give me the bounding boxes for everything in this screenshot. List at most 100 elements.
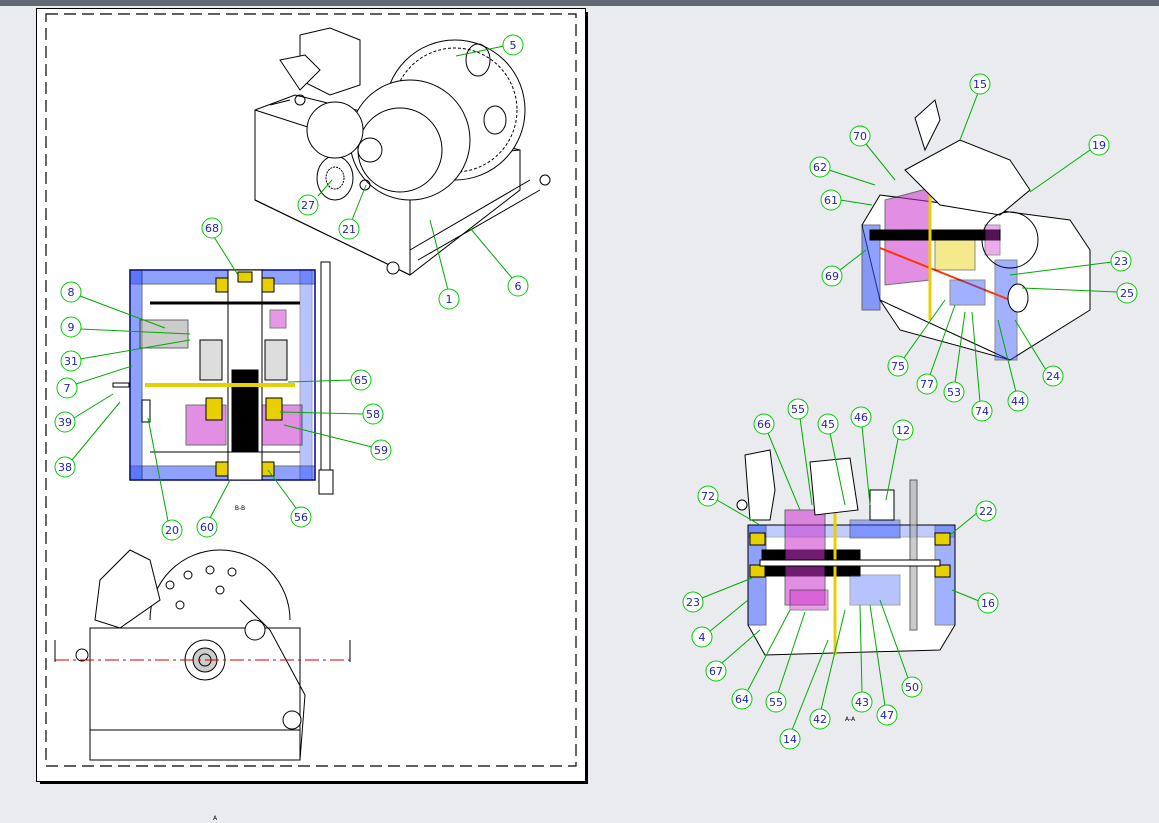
callout-circle[interactable] — [60, 316, 82, 338]
callout-label: 31 — [64, 355, 78, 368]
callout-circle[interactable] — [820, 189, 842, 211]
callout-label: 14 — [783, 733, 797, 746]
callout-circle[interactable] — [1007, 390, 1029, 412]
callout-circle[interactable] — [697, 485, 719, 507]
sheet-dashed-border — [45, 13, 577, 767]
callout-circle[interactable] — [338, 218, 360, 240]
callout-circle[interactable] — [502, 34, 524, 56]
callout-circle[interactable] — [56, 377, 78, 399]
callout-circle[interactable] — [753, 413, 775, 435]
sheet-corner-label: A — [213, 815, 218, 822]
callout-circle[interactable] — [850, 406, 872, 428]
callout-circle[interactable] — [370, 439, 392, 461]
callout-circle[interactable] — [787, 398, 809, 420]
callout-label: 55 — [769, 696, 783, 709]
callout-label: 64 — [735, 693, 749, 706]
callout-circle[interactable] — [1042, 365, 1064, 387]
part-callouts: 5 27 21 1 6 68 8 9 — [54, 34, 1138, 750]
callout-circle[interactable] — [297, 194, 319, 216]
callout-label: 16 — [981, 597, 995, 610]
callout-label: 68 — [205, 222, 219, 235]
callout-label: 66 — [757, 418, 771, 431]
callout-group-iso-right: 15 70 19 62 61 69 23 25 75 — [809, 73, 1138, 422]
callout-group-section-bb: 68 8 9 31 7 39 38 20 60 — [54, 217, 392, 541]
callout-circle[interactable] — [362, 403, 384, 425]
callout-label: 38 — [58, 461, 72, 474]
callout-circle[interactable] — [1088, 134, 1110, 156]
callout-circle[interactable] — [60, 281, 82, 303]
callout-circle[interactable] — [705, 660, 727, 682]
callout-circle[interactable] — [1116, 282, 1138, 304]
callout-circle[interactable] — [977, 592, 999, 614]
callout-label: 8 — [68, 286, 75, 299]
callout-circle[interactable] — [821, 265, 843, 287]
callout-circle[interactable] — [1110, 250, 1132, 272]
callout-label: 5 — [510, 39, 517, 52]
view-label-aa: A-A — [845, 716, 856, 723]
callout-group-section-aa: 66 55 45 46 12 72 22 23 16 — [682, 398, 999, 750]
callout-label: 58 — [366, 408, 380, 421]
callout-circle[interactable] — [809, 708, 831, 730]
callout-label: 70 — [853, 130, 867, 143]
callout-label: 46 — [854, 411, 868, 424]
callout-circle[interactable] — [60, 350, 82, 372]
section-view-aa — [736, 449, 956, 656]
callout-label: 67 — [709, 665, 723, 678]
callout-circle[interactable] — [731, 688, 753, 710]
callout-circle[interactable] — [196, 516, 218, 538]
callout-circle[interactable] — [350, 369, 372, 391]
callout-circle[interactable] — [943, 381, 965, 403]
callout-circle[interactable] — [691, 626, 713, 648]
callout-label: 21 — [342, 223, 356, 236]
callout-circle[interactable] — [892, 419, 914, 441]
callout-label: 59 — [374, 444, 388, 457]
callout-circle[interactable] — [971, 400, 993, 422]
callout-circle[interactable] — [817, 413, 839, 435]
callout-label: 12 — [896, 424, 910, 437]
callout-circle[interactable] — [438, 288, 460, 310]
callout-label: 56 — [294, 511, 308, 524]
isometric-section-view — [861, 99, 1091, 361]
callout-circle[interactable] — [765, 691, 787, 713]
callout-label: 75 — [891, 360, 905, 373]
callout-label: 23 — [686, 596, 700, 609]
callout-circle[interactable] — [849, 125, 871, 147]
callout-label: 39 — [58, 416, 72, 429]
callout-circle[interactable] — [876, 704, 898, 726]
callout-label: 9 — [68, 321, 75, 334]
callout-circle[interactable] — [161, 519, 183, 541]
callout-circle[interactable] — [975, 500, 997, 522]
callout-label: 1 — [446, 293, 453, 306]
callout-circle[interactable] — [901, 676, 923, 698]
callout-circle[interactable] — [54, 456, 76, 478]
callout-circle[interactable] — [887, 355, 909, 377]
callout-label: 15 — [973, 78, 987, 91]
callout-label: 45 — [821, 418, 835, 431]
callout-label: 61 — [824, 194, 838, 207]
callout-label: 53 — [947, 386, 961, 399]
callout-label: 22 — [979, 505, 993, 518]
callout-label: 19 — [1092, 139, 1106, 152]
callout-circle[interactable] — [851, 691, 873, 713]
isometric-winch-view — [254, 27, 551, 276]
callout-circle[interactable] — [779, 728, 801, 750]
callout-circle[interactable] — [969, 73, 991, 95]
callout-label: 72 — [701, 490, 715, 503]
callout-label: 23 — [1114, 255, 1128, 268]
callout-circle[interactable] — [201, 217, 223, 239]
callout-label: 44 — [1011, 395, 1025, 408]
callout-label: 25 — [1120, 287, 1134, 300]
callout-label: 55 — [791, 403, 805, 416]
callout-circle[interactable] — [809, 156, 831, 178]
callout-circle[interactable] — [682, 591, 704, 613]
callout-label: 60 — [200, 521, 214, 534]
callout-circle[interactable] — [54, 411, 76, 433]
callout-label: 47 — [880, 709, 894, 722]
callout-circle[interactable] — [916, 373, 938, 395]
callout-label: 42 — [813, 713, 827, 726]
callout-label: 77 — [920, 378, 934, 391]
callout-circle[interactable] — [290, 506, 312, 528]
callout-circle[interactable] — [507, 275, 529, 297]
callout-label: 65 — [354, 374, 368, 387]
